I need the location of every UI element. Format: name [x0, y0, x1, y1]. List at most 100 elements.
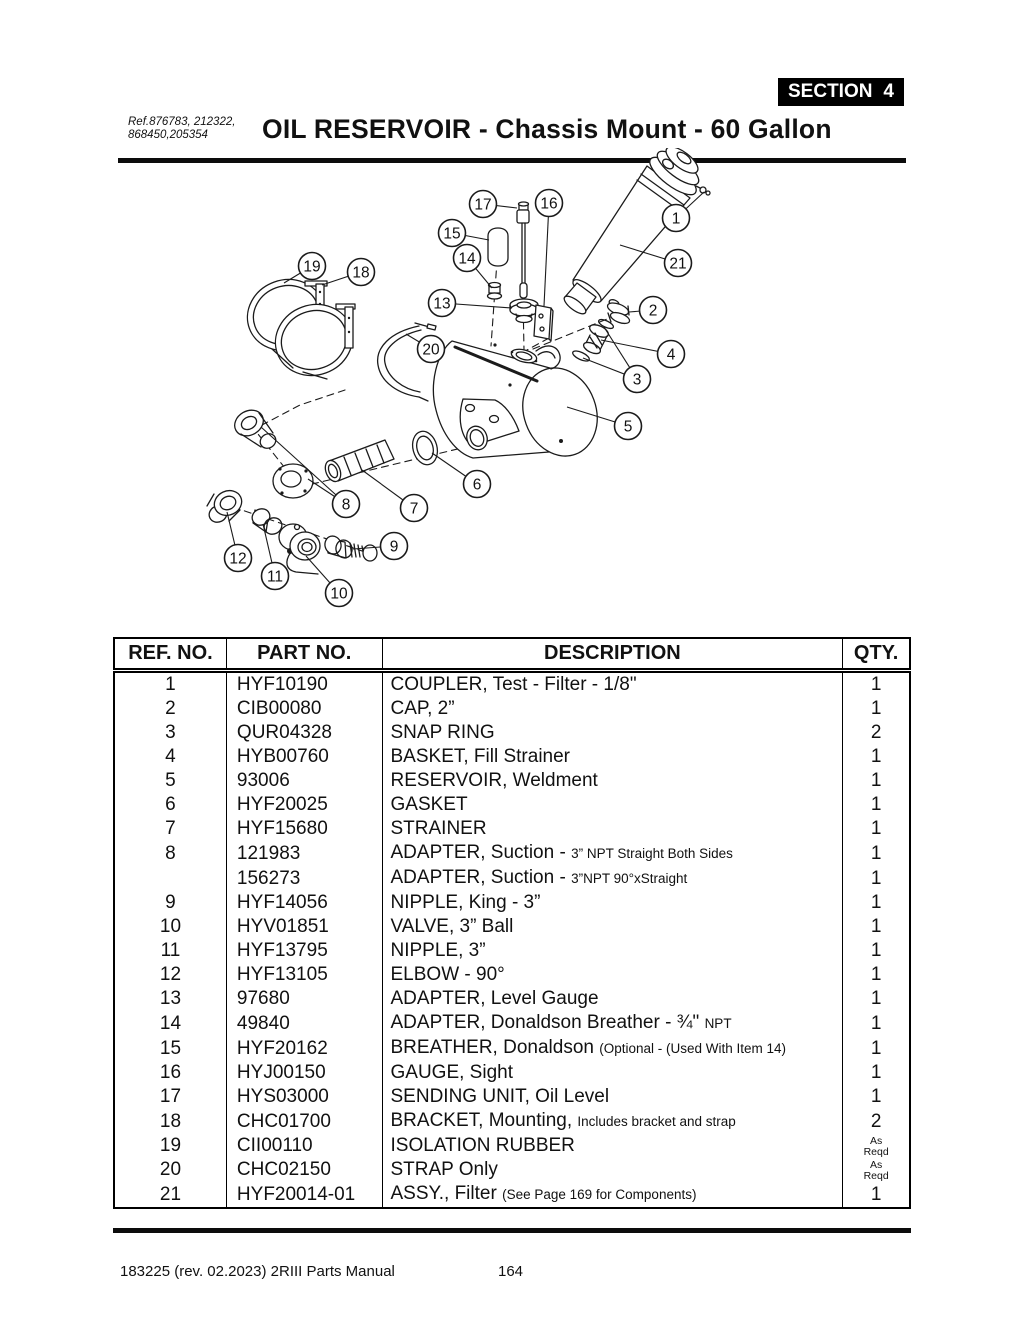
cell-ref-no: 16 [159, 1062, 182, 1083]
reservoir-tank [433, 341, 609, 467]
top-rule [118, 158, 906, 163]
callout-20: 20 [418, 336, 445, 363]
cell-description: BREATHER, Donaldson (Optional - (Used Wi… [381, 1036, 843, 1061]
cell-description: GASKET [381, 793, 843, 817]
cell-description: GAUGE, Sight [381, 1061, 843, 1085]
svg-text:16: 16 [540, 196, 557, 213]
ref-line-2: 868450,205354 [128, 129, 208, 141]
cell-part-no: HYJ00150 [225, 1061, 382, 1085]
header-part-no: PART NO. [225, 638, 382, 673]
callout-14: 14 [454, 245, 481, 272]
filter-assembly [562, 148, 710, 317]
cell-description: VALVE, 3” Ball [381, 915, 843, 939]
cell-description: COUPLER, Test - Filter - 1/8" [381, 670, 843, 697]
cell-qty: 1 [842, 745, 910, 769]
snap-rings [571, 318, 614, 363]
callout-10: 10 [326, 580, 353, 607]
header-description: DESCRIPTION [381, 638, 843, 673]
callout-6: 6 [464, 471, 491, 498]
cell-ref-no: 6 [165, 794, 176, 815]
cell-qty: 1 [842, 1061, 910, 1085]
callout-16: 16 [536, 190, 563, 217]
section-badge: SECTION 4 [778, 78, 904, 106]
callout-1: 1 [663, 205, 690, 232]
cell-description: NIPPLE, 3” [381, 939, 843, 963]
cell-part-no: HYF20025 [225, 793, 382, 817]
cell-part-no: HYF15680 [225, 817, 382, 841]
cell-part-no: CHC02150 [225, 1158, 382, 1182]
cell-description: CAP, 2” [381, 697, 843, 721]
callout-4: 4 [658, 341, 685, 368]
cell-qty: 1 [842, 939, 910, 963]
svg-text:20: 20 [422, 342, 440, 359]
cell-part-no: HYF13795 [225, 939, 382, 963]
cell-qty: 1 [842, 817, 910, 841]
svg-text:11: 11 [267, 569, 283, 586]
cell-description: ASSY., Filter (See Page 169 for Componen… [381, 1182, 843, 1208]
test-coupler [696, 186, 710, 195]
cell-part-no: 156273 [225, 866, 382, 891]
header-ref-no: REF. NO. [114, 638, 227, 673]
cell-part-no: HYS03000 [225, 1085, 382, 1109]
cell-ref-no: 4 [165, 746, 176, 767]
page-title: OIL RESERVOIR - Chassis Mount - 60 Gallo… [262, 114, 832, 144]
cell-ref-no: 14 [159, 1012, 182, 1034]
breather-adapter [488, 283, 502, 300]
fill-strainer-basket [582, 322, 610, 356]
cell-description: RESERVOIR, Weldment [381, 769, 843, 793]
cell-ref-no: 12 [159, 964, 182, 985]
section-number: 4 [883, 81, 894, 102]
svg-text:6: 6 [473, 477, 482, 494]
callout-12: 12 [225, 545, 252, 572]
callout-8: 8 [333, 491, 360, 518]
cell-description: NIPPLE, King - 3” [381, 891, 843, 915]
cell-ref-no: 7 [165, 818, 176, 839]
suction-flange-adapter [273, 464, 313, 498]
cell-ref-no: 2 [165, 698, 176, 719]
cell-qty: 1 [842, 1085, 910, 1109]
header-qty: QTY. [842, 638, 910, 673]
cell-ref-no: 17 [159, 1086, 182, 1107]
cell-part-no: HYF13105 [225, 963, 382, 987]
cell-qty: 1 [842, 697, 910, 721]
cell-description: ADAPTER, Donaldson Breather - ¾" NPT [381, 1011, 843, 1036]
suction-elbow-adapter [230, 405, 278, 451]
cell-qty: 1 [842, 1182, 910, 1208]
cell-description: ELBOW - 90° [381, 963, 843, 987]
cell-ref-no [114, 866, 226, 891]
cell-ref-no: 13 [159, 988, 182, 1009]
svg-text:19: 19 [303, 259, 320, 276]
cell-ref-no: 5 [165, 770, 176, 791]
king-nipple [323, 534, 377, 561]
strainer [322, 440, 394, 484]
cell-description: SNAP RING [381, 721, 843, 745]
cell-qty: 1 [842, 793, 910, 817]
callout-leader-8 [261, 427, 346, 504]
cell-ref-no: 11 [160, 940, 181, 961]
callout-19: 19 [299, 253, 326, 280]
cell-part-no: 49840 [225, 1011, 382, 1036]
callout-21: 21 [665, 250, 692, 277]
cell-part-no: CII00110 [225, 1134, 382, 1158]
table-header-row: REF. NO. PART NO. DESCRIPTION QTY. [114, 638, 910, 673]
callout-18: 18 [348, 259, 375, 286]
svg-text:3: 3 [633, 372, 642, 389]
callout-11: 11 [262, 563, 289, 590]
cell-part-no: HYB00760 [225, 745, 382, 769]
